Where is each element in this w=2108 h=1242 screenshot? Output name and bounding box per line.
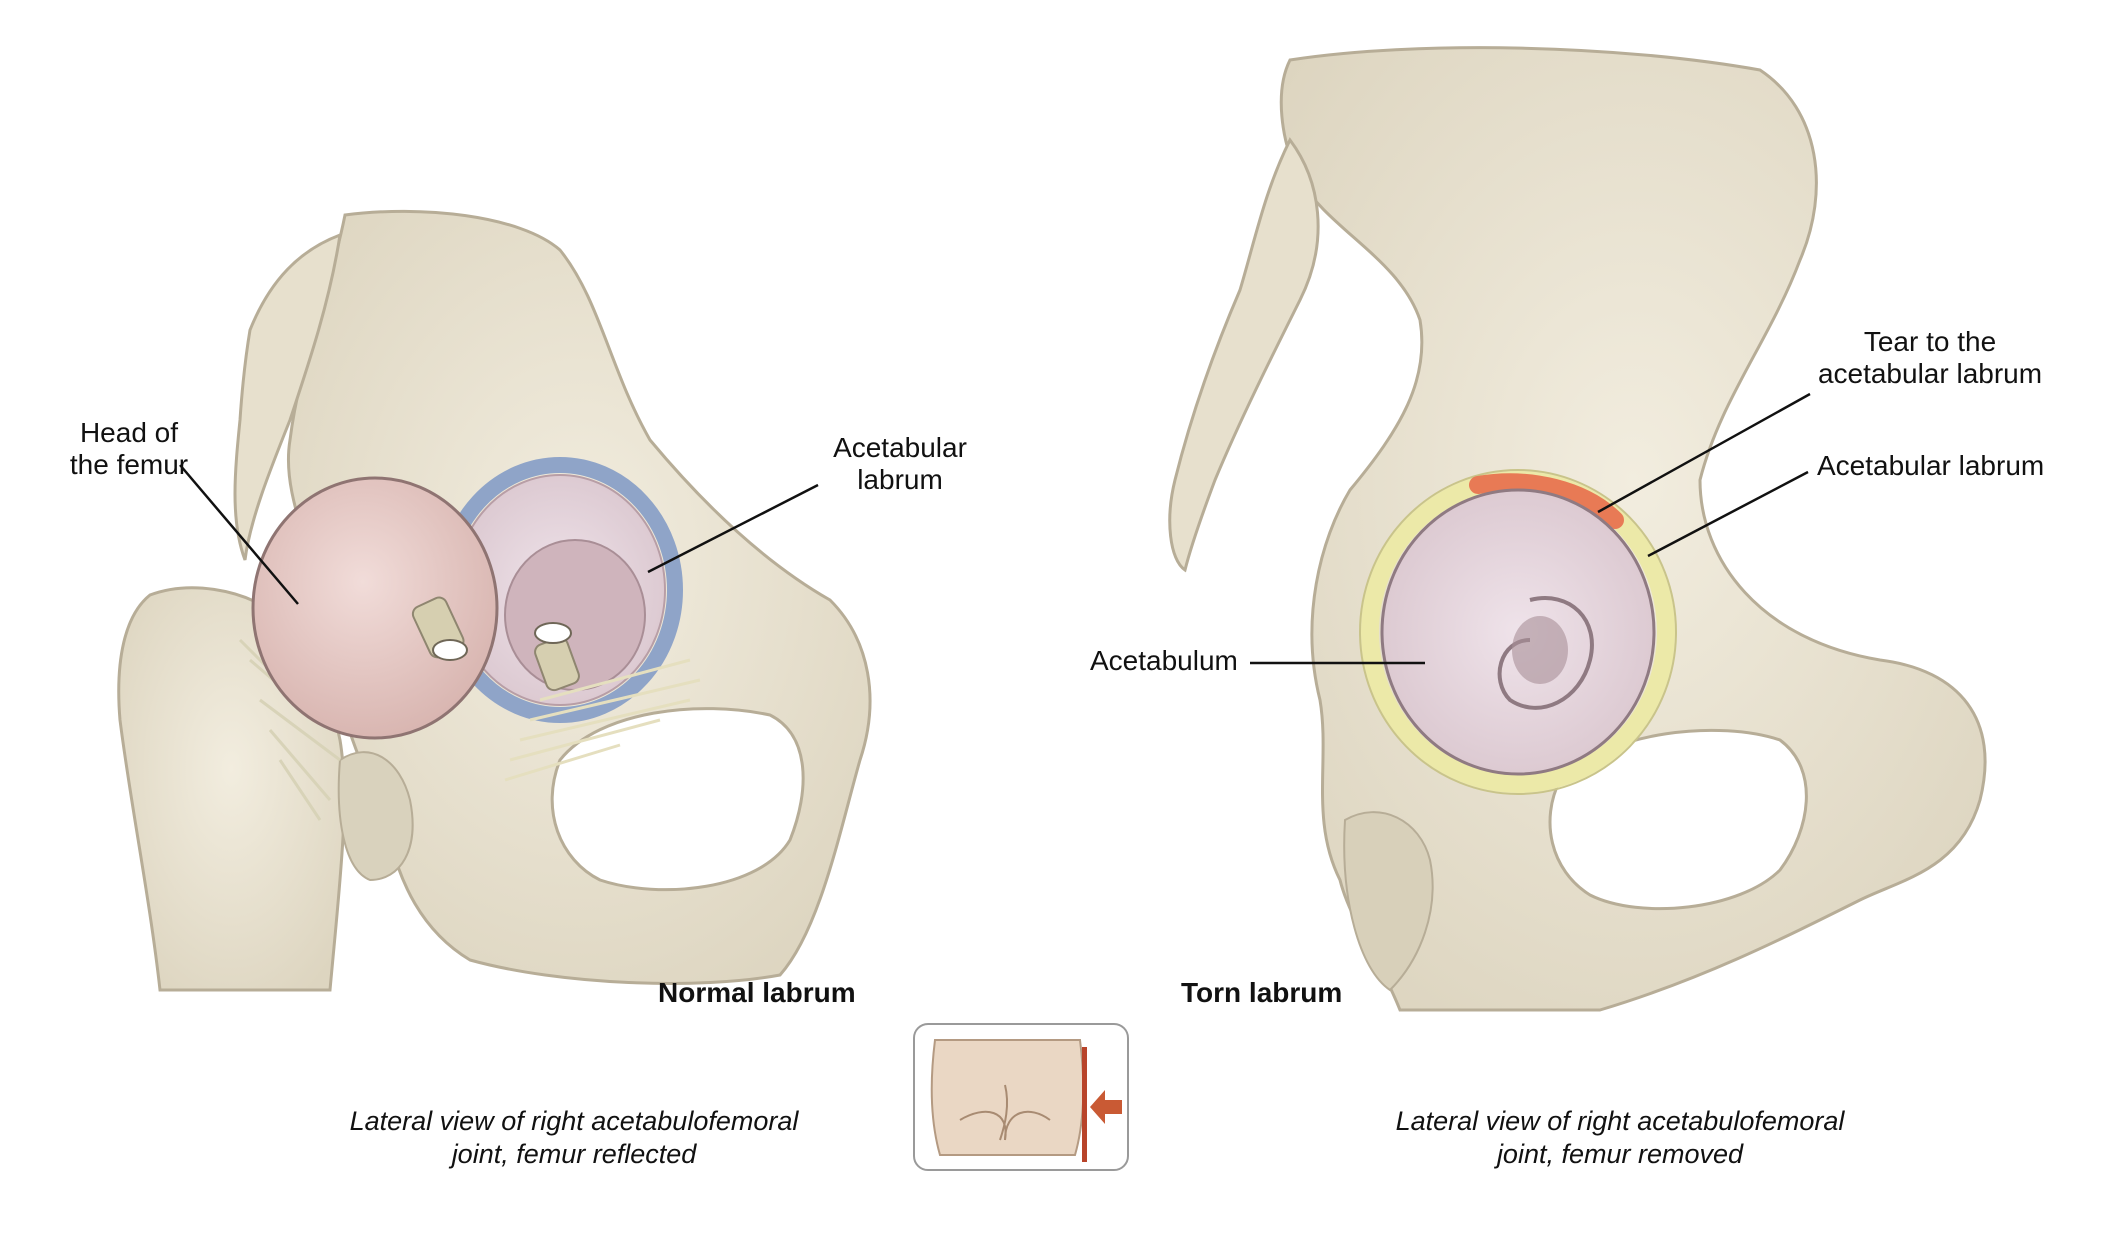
right-obturator-foramen [1548, 728, 1808, 911]
orientation-inset [913, 1023, 1129, 1171]
title-normal-labrum: Normal labrum [658, 977, 856, 1008]
leader-acetabular-labrum-left [647, 483, 819, 574]
caption-left: Lateral view of right acetabulofemoral j… [254, 1105, 894, 1171]
right-hip-illustration [1168, 46, 1987, 1012]
left-ligamentum-teres-head [411, 596, 468, 661]
inset-arrow [1090, 1090, 1122, 1124]
left-femoral-head [251, 476, 499, 740]
label-tear: Tear to the acetabular labrum [1800, 326, 2060, 390]
label-tear-line1: Tear to the [1863, 326, 1997, 357]
caption-left-line1: Lateral view of right acetabulofemoral [349, 1106, 799, 1136]
left-sacrum [233, 232, 342, 561]
label-acetabular-labrum-left: Acetabular labrum [820, 432, 980, 496]
right-sacrum [1168, 137, 1320, 573]
label-head-of-femur: Head of the femur [44, 417, 214, 481]
leader-lines [179, 392, 1811, 665]
leader-head-of-femur [179, 464, 299, 605]
right-labrum-tear [1469, 473, 1624, 529]
left-hip-illustration [117, 209, 872, 992]
left-greater-trochanter [337, 751, 414, 882]
label-head-line2: the femur [69, 449, 189, 480]
caption-right: Lateral view of right acetabulofemoral j… [1300, 1105, 1940, 1171]
label-acetabulum: Acetabulum [1090, 645, 1238, 676]
caption-right-line1: Lateral view of right acetabulofemoral [1395, 1106, 1845, 1136]
leader-acetabular-labrum-right [1647, 470, 1809, 558]
label-tear-line2: acetabular labrum [1817, 358, 2043, 389]
label-labrum-left-line2: labrum [857, 464, 943, 495]
left-ligamentum-teres-socket [534, 622, 580, 692]
inset-plane-bar [1082, 1047, 1087, 1162]
label-acetabular-labrum-right: Acetabular labrum [1817, 450, 2045, 481]
left-obturator-foramen [550, 707, 805, 892]
title-torn-labrum: Torn labrum [1181, 977, 1343, 1008]
leader-tear [1597, 392, 1811, 514]
label-labrum-left-line1: Acetabular [833, 432, 967, 463]
label-head-line1: Head of [79, 417, 179, 448]
caption-right-line2: joint, femur removed [1496, 1139, 1744, 1169]
caption-left-line2: joint, femur reflected [451, 1139, 697, 1169]
